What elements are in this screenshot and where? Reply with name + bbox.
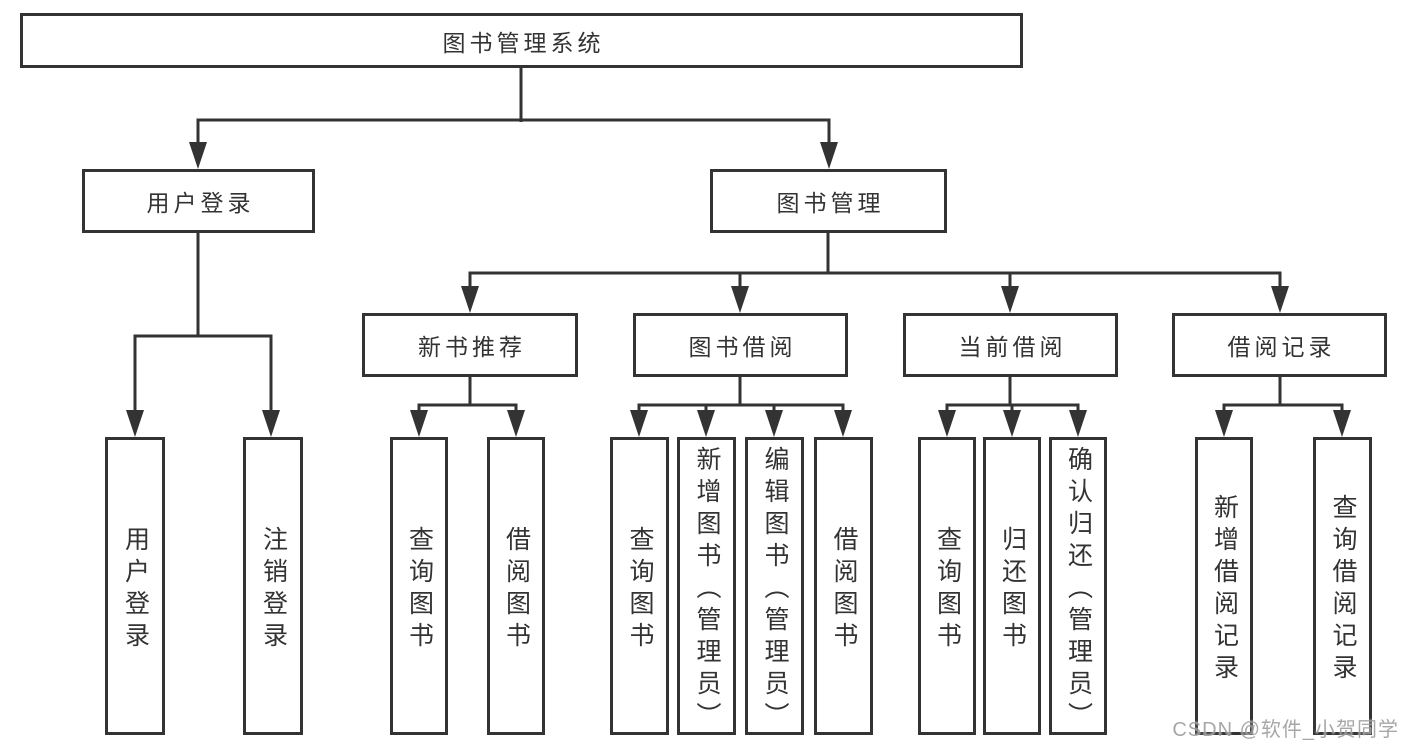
- node-book-borrow: 图书借阅: [633, 313, 848, 377]
- arrowhead: [189, 142, 207, 169]
- leaf-newbook-query-books: 查询图书: [390, 437, 448, 735]
- leaf-borrow-edit-books-admin: 编辑图书（管理员）: [745, 437, 804, 735]
- leaf-borrow-add-books-admin: 新增图书（管理员）: [677, 437, 736, 735]
- arrowhead: [1001, 286, 1019, 313]
- leaf-current-query-books: 查询图书: [918, 437, 976, 735]
- csdn-watermark: CSDN @软件_小贺同学: [1172, 719, 1399, 741]
- arrowhead: [630, 410, 648, 437]
- arrowhead: [1333, 410, 1351, 437]
- node-book-management: 图书管理: [710, 169, 947, 233]
- leaf-logout: 注销登录: [243, 437, 303, 735]
- arrowhead: [1271, 286, 1289, 313]
- arrowhead: [126, 410, 144, 437]
- arrowhead: [820, 142, 838, 169]
- connector-borrowrecord-to-leaves: [1222, 377, 1344, 414]
- leaf-record-add-borrow-record: 新增借阅记录: [1195, 437, 1253, 735]
- leaf-borrow-borrow-books: 借阅图书: [814, 437, 873, 735]
- arrowhead: [410, 410, 428, 437]
- leaf-record-query-borrow-record: 查询借阅记录: [1313, 437, 1372, 735]
- leaf-newbook-borrow-books: 借阅图书: [487, 437, 545, 735]
- connector-newbook-to-leaves: [417, 377, 518, 414]
- arrowhead: [262, 410, 280, 437]
- connector-bookmgmt-to-level3: [468, 233, 1282, 290]
- arrowhead: [1003, 410, 1021, 437]
- leaf-current-confirm-return-admin: 确认归还（管理员）: [1049, 437, 1107, 735]
- arrowhead: [461, 286, 479, 313]
- leaf-current-return-books: 归还图书: [983, 437, 1041, 735]
- node-user-login: 用户登录: [82, 169, 315, 233]
- arrowhead: [507, 410, 525, 437]
- arrowhead: [1069, 410, 1087, 437]
- leaf-borrow-query-books: 查询图书: [610, 437, 669, 735]
- leaf-user-login: 用户登录: [105, 437, 165, 735]
- arrowhead: [938, 410, 956, 437]
- connector-currentborrow-to-leaves: [945, 377, 1080, 414]
- node-new-book-recommend: 新书推荐: [362, 313, 578, 377]
- arrowhead: [1215, 410, 1233, 437]
- node-borrow-record: 借阅记录: [1172, 313, 1387, 377]
- node-root-title: 图书管理系统: [20, 13, 1023, 68]
- node-current-borrow: 当前借阅: [903, 313, 1118, 377]
- connector-userlogin-to-leaves: [133, 233, 273, 414]
- arrowhead: [697, 410, 715, 437]
- connector-bookborrow-to-leaves: [637, 377, 845, 414]
- arrowhead: [731, 286, 749, 313]
- arrowhead: [765, 410, 783, 437]
- arrowhead: [834, 410, 852, 437]
- connector-root-to-level2: [196, 68, 831, 147]
